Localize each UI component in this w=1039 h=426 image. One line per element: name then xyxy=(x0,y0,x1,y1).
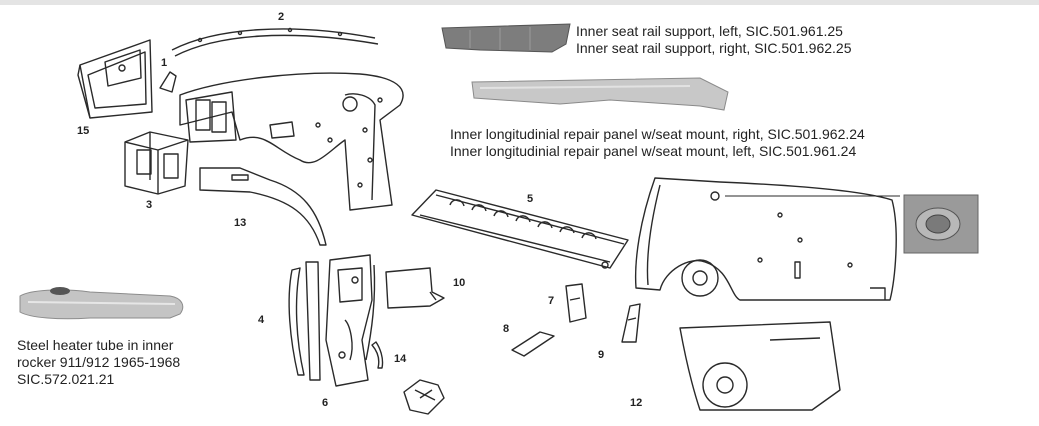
heater-tube-photo xyxy=(19,287,184,320)
part-15-drawing xyxy=(77,39,153,119)
part-1-drawing xyxy=(159,71,177,93)
seat-rail-caption: Inner seat rail support, left, SIC.501.9… xyxy=(576,23,852,57)
heater-tube-caption: Steel heater tube in inner rocker 911/91… xyxy=(17,337,180,388)
heater-line-3: SIC.572.021.21 xyxy=(17,371,115,387)
fuel-filler-inset-photo xyxy=(903,194,979,254)
longitudinal-repair-panel-photo xyxy=(471,77,729,111)
part-number-8: 8 xyxy=(503,323,510,335)
long-panel-right-text: Inner longitudinial repair panel w/seat … xyxy=(450,126,865,142)
part-number-12: 12 xyxy=(630,397,643,409)
part-6-drawing xyxy=(325,254,376,387)
part-number-7: 7 xyxy=(548,295,555,307)
part-14-drawing xyxy=(371,341,384,369)
heater-line-2: rocker 911/912 1965-1968 xyxy=(17,354,181,370)
part-number-6: 6 xyxy=(322,397,329,409)
part-3-drawing xyxy=(124,131,189,195)
part-number-10: 10 xyxy=(453,277,466,289)
part-9-drawing xyxy=(621,303,641,343)
part-10-drawing xyxy=(385,267,445,309)
part-number-1: 1 xyxy=(161,57,168,69)
part-number-2: 2 xyxy=(278,11,285,23)
inner-fender-assembly-drawing xyxy=(179,72,404,211)
part-2-drawing xyxy=(171,27,379,57)
part-number-14: 14 xyxy=(394,353,407,365)
part-number-5: 5 xyxy=(527,193,534,205)
seat-rail-right-text: Inner seat rail support, right, SIC.501.… xyxy=(576,40,852,56)
part-8-drawing xyxy=(511,331,555,357)
top-strip xyxy=(0,0,1039,5)
seat-rail-left-text: Inner seat rail support, left, SIC.501.9… xyxy=(576,23,843,39)
part-number-4: 4 xyxy=(258,314,265,326)
part-13-drawing xyxy=(199,167,327,246)
part-number-13: 13 xyxy=(234,217,247,229)
longitudinal-panel-caption: Inner longitudinial repair panel w/seat … xyxy=(450,126,865,160)
bottom-bracket-drawing xyxy=(403,379,445,415)
part-number-3: 3 xyxy=(146,199,153,211)
seat-rail-support-photo xyxy=(441,23,571,53)
part-number-9: 9 xyxy=(598,349,605,361)
part-5-drawing xyxy=(411,189,629,269)
part-number-15: 15 xyxy=(77,125,90,137)
heater-line-1: Steel heater tube in inner xyxy=(17,337,174,353)
rear-quarter-panel-drawing xyxy=(634,177,897,301)
part-12-drawing xyxy=(679,321,841,411)
part-4-drawing xyxy=(288,261,321,381)
part-7-drawing xyxy=(565,283,587,323)
long-panel-left-text: Inner longitudinial repair panel w/seat … xyxy=(450,143,857,159)
